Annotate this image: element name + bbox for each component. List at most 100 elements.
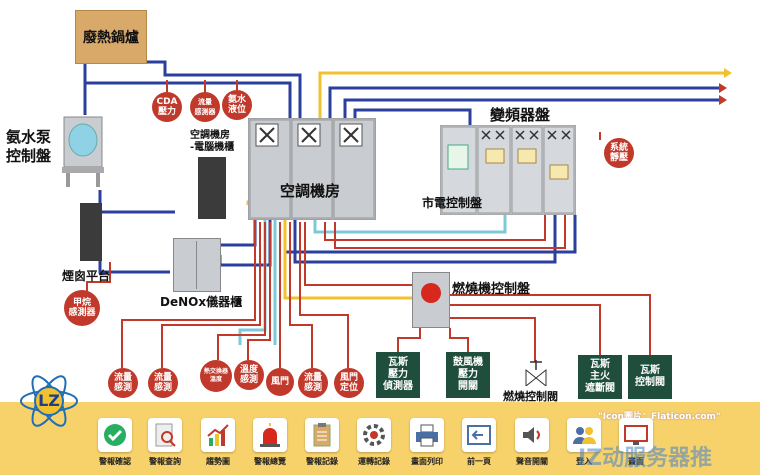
flaticon-credit: "Icon圖片：Flaticon.com" [598,412,721,422]
pipe-pump-to-ac [85,81,292,118]
ac-room-icon [247,117,377,221]
sensor-flow-top[interactable]: 流量 感測器 [190,92,220,122]
back-icon [467,425,491,445]
toolbar-alarm-overview-button[interactable] [253,418,287,452]
chimney-icon [80,203,102,261]
wire-inverter-2 [334,215,566,249]
wire-flow-1 [121,220,256,368]
atom-logo-icon [20,375,78,427]
pipe-cyan-3 [238,220,267,345]
pipe-ac-to-right [328,86,720,118]
inverter-panel-icon [439,124,577,216]
sensor-temp[interactable]: 溫度 感測 [234,360,264,390]
sensor-ammonia-level[interactable]: 氨水 液位 [222,90,252,120]
arrow-yellow [724,68,732,78]
ammonia-pump-icon [62,116,104,187]
toolbar-label-9: 登入 [576,457,592,466]
wire-methane [86,262,111,292]
pipe-cyan-2 [313,215,507,234]
search-doc-icon [155,423,176,447]
users-icon [573,427,596,444]
pipe-yellow-burner [283,220,415,300]
wire-inverter [324,215,546,241]
pc-cabinet-icon [198,157,226,219]
wire-burner-out-1 [397,328,421,352]
toolbar-label-10: 畫面 [628,457,644,466]
toolbar-trend-chart-button[interactable] [201,418,235,452]
ac-room-label: 空調機房 [280,182,341,200]
wire-flow-3 [289,222,313,368]
sensor-flow-3[interactable]: 流量 感測 [298,368,328,398]
lz-logo: LZ [18,370,80,432]
ac-room-pc-cabinet-label: 空調機房 -電腦機櫃 [190,130,235,153]
pipe-pump-down [98,190,175,214]
ammonia-pump-label: 氨水泵 控制盤 [6,128,52,165]
burner-panel-label: 燃燒機控制盤 [452,282,531,297]
toolbar-label-0: 警報確認 [99,457,131,466]
wire-burner-out-5 [448,294,651,355]
siren-icon [260,423,280,447]
toolbar-back-button[interactable] [462,418,496,452]
toolbar-alarm-query-button[interactable] [148,418,182,452]
printer-icon [416,424,438,447]
sensor-cda-pressure[interactable]: CDA 壓力 [152,92,182,122]
wire-burner-out-3 [448,317,536,362]
device-gas-main-shutoff[interactable]: 瓦斯 主火 遮斷閥 [578,355,622,399]
toolbar-label-4: 警報記錄 [306,457,338,466]
burner-control-valve-label: 燃燒控制閥 [503,390,558,403]
wire-temp [247,222,271,360]
chimney-platform-label: 煙囪平台 [62,269,111,283]
toolbar-label-6: 畫面列印 [411,457,443,466]
wire-damper-pos [299,222,349,368]
arrow-blue-2 [719,95,727,105]
gear-icon [363,424,385,446]
device-blower-pressure-switch[interactable]: 鼓風機 壓力 開關 [446,352,490,398]
wire-flow-2 [161,222,261,368]
sensor-hx-temp[interactable]: 熱交換器 溫度 [200,360,232,392]
sensor-damper[interactable]: 風門 [266,368,294,396]
mains-panel-label: 市電控制盤 [422,196,483,210]
wire-burner-out-4 [448,304,601,355]
toolbar-alarm-log-button[interactable] [305,418,339,452]
device-gas-control-valve[interactable]: 瓦斯 控制閥 [628,355,672,399]
sensor-methane[interactable]: 甲烷 感測器 [64,290,100,326]
device-gas-pressure-detector[interactable]: 瓦斯 壓力 偵測器 [376,352,420,398]
screen-icon [624,425,648,445]
wire-burner-out-2 [449,328,469,352]
toolbar-label-8: 聲音開關 [516,457,548,466]
sensor-system-pressure[interactable]: 系統 靜壓 [604,138,634,168]
toolbar-screen-button[interactable] [619,418,653,452]
toolbar-print-button[interactable] [410,418,444,452]
sensor-flow-1[interactable]: 流量 感測 [108,368,138,398]
inverter-panel-label: 變頻器盤 [490,106,551,124]
lz-logo-text: LZ [38,391,60,410]
brand-watermark: IZ动服务器推 [578,446,713,471]
pipe-boiler-top [140,60,302,118]
burner-panel-icon [412,272,450,328]
arrowheads [724,68,732,78]
waste-heat-boiler: 廢熱鍋爐 [75,10,147,64]
clipboard-icon [313,423,331,447]
toolbar-login-button[interactable] [567,418,601,452]
burner-valve-icon[interactable] [525,360,547,388]
pipe-ac-to-right-2 [343,98,720,118]
pipe-ac-to-inverter [353,108,472,125]
toolbar-operation-log-button[interactable] [357,418,391,452]
toolbar-label-1: 警報查詢 [149,457,181,466]
sensor-flow-2[interactable]: 流量 感測 [148,368,178,398]
denox-cabinet-icon [173,238,221,292]
arrow-blue-1 [719,83,727,93]
check-icon [104,424,126,446]
waste-heat-boiler-label: 廢熱鍋爐 [83,30,139,46]
toolbar-label-7: 前一頁 [467,457,491,466]
wire-hx-temp [217,222,266,360]
toolbar-label-3: 警報總覽 [254,457,286,466]
ac-room-units [247,117,377,221]
denox-cabinet-label: DeNOx儀器櫃 [160,295,243,309]
toolbar-sound-toggle-button[interactable] [515,418,549,452]
sensor-damper-position[interactable]: 風門 定位 [334,368,364,398]
pipe-inverter-loop-2 [293,215,557,264]
toolbar-alarm-confirm-button[interactable] [98,418,132,452]
toolbar-label-2: 趨勢圖 [206,457,230,466]
